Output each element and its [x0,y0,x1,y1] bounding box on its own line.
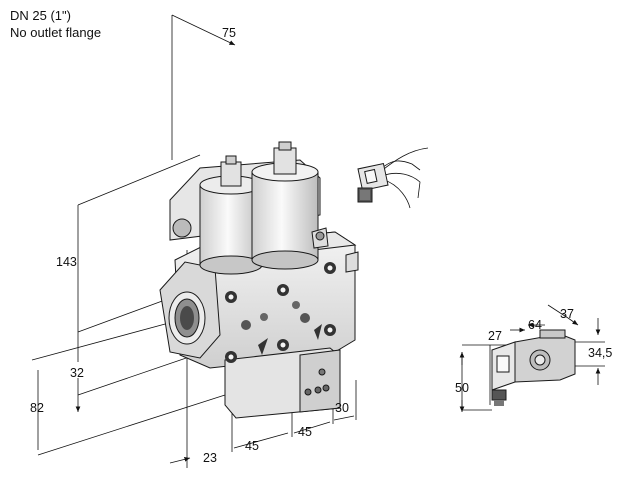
connector-detail-view [459,304,605,412]
dim-32: 32 [70,366,84,380]
dim-143: 143 [56,255,77,269]
dim-34-5: 34,5 [588,346,612,360]
dim-30: 30 [335,401,349,415]
dim-50: 50 [455,381,469,395]
caption-flange-note: No outlet flange [10,25,102,40]
dim-75: 75 [222,26,236,40]
caption-size: DN 25 (1") [10,8,71,23]
plug-connector-with-cable [357,147,429,209]
dim-45-right: 45 [298,425,312,439]
dim-23: 23 [203,451,217,465]
dimension-labels: 75 143 32 82 23 45 45 30 27 64 37 34,5 5… [30,26,612,465]
dim-64: 64 [528,318,542,332]
dim-37: 37 [560,307,574,321]
dim-27: 27 [488,329,502,343]
dim-82: 82 [30,401,44,415]
double-solenoid-valve [159,141,359,419]
dim-45-left: 45 [245,439,259,453]
